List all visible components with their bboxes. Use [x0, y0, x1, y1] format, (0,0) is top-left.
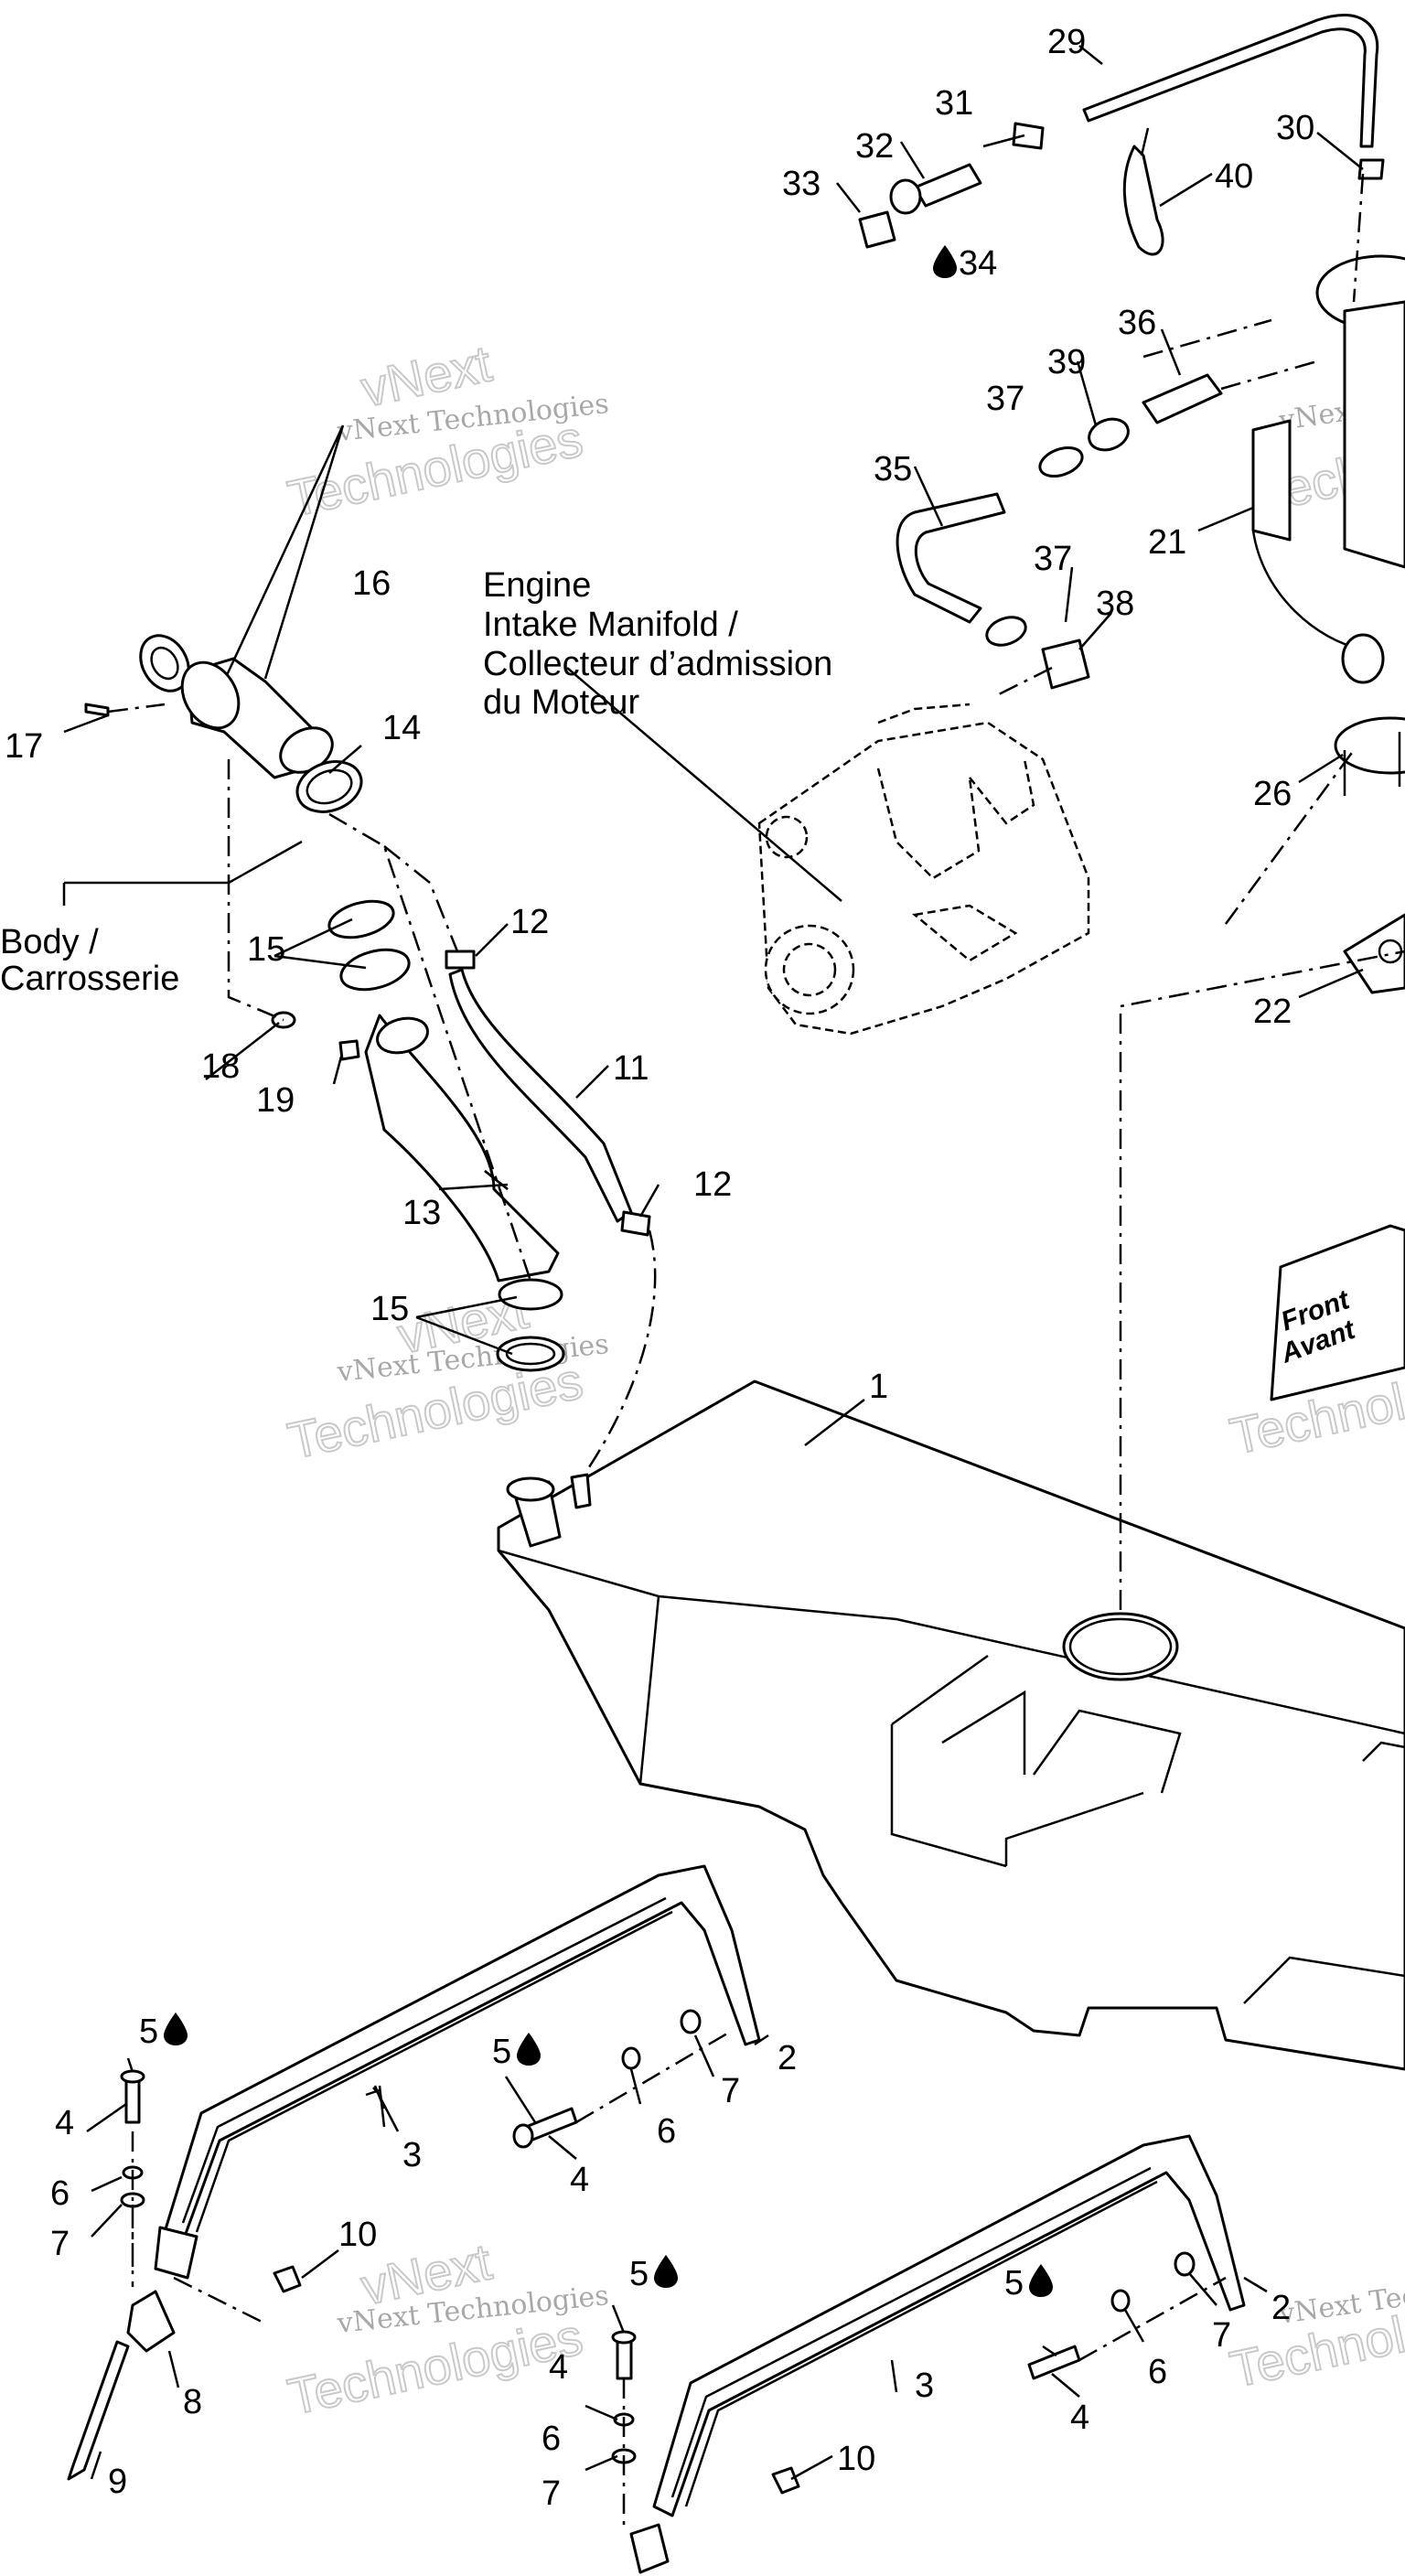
thread-locker-drops — [164, 245, 1053, 2297]
engine-label: Engine Intake Manifold / Collecteur d’ad… — [483, 566, 832, 722]
watermark-middle-left: vNext vNext Technologies Technologies — [282, 1280, 610, 1470]
fuel-tank — [497, 1379, 1405, 2071]
callout-22: 22 — [1253, 993, 1292, 1031]
fuel-pump-module — [1251, 254, 1405, 994]
callout-34: 34 — [959, 244, 997, 283]
callout-12b: 12 — [693, 1165, 732, 1204]
callout-10b: 10 — [837, 2440, 875, 2478]
drop-icon — [933, 245, 957, 278]
drop-icon — [1029, 2264, 1053, 2297]
callout-4: 4 — [55, 2104, 74, 2142]
part-number-callouts: 1 2 2 3 3 4 4 4 4 5 5 5 5 6 6 6 6 7 7 7 … — [5, 23, 1314, 2513]
drop-icon — [517, 2033, 541, 2066]
body-label-line2: Carrosserie — [0, 960, 179, 998]
callout-1: 1 — [869, 1368, 888, 1406]
watermark-top-left: vNext vNext Technologies Technologies — [282, 333, 610, 528]
callout-19: 19 — [256, 1081, 295, 1120]
front-direction-placard: Front Avant — [1270, 1224, 1405, 1401]
tank-strap-right — [629, 2134, 1246, 2574]
callout-21: 21 — [1148, 523, 1186, 562]
callout-7: 7 — [50, 2225, 70, 2263]
assembly-centerlines — [107, 173, 1405, 2525]
watermark-bottom-left: vNext vNext Technologies Technologies — [282, 2231, 610, 2426]
engine-intake-manifold — [757, 703, 1090, 1036]
callout-7b: 7 — [721, 2072, 740, 2110]
callout-33: 33 — [782, 165, 820, 203]
callout-2b: 2 — [1271, 2289, 1291, 2327]
callout-13: 13 — [402, 1194, 441, 1232]
callout-15b: 15 — [370, 1290, 409, 1328]
callout-16: 16 — [352, 564, 391, 603]
callout-9: 9 — [108, 2463, 127, 2501]
callout-5b: 5 — [492, 2033, 511, 2071]
callout-29: 29 — [1047, 23, 1086, 61]
callout-8: 8 — [183, 2383, 202, 2421]
callout-12: 12 — [510, 903, 549, 941]
callout-32: 32 — [855, 127, 894, 166]
body-label: Body / Carrosserie — [0, 923, 179, 998]
callout-5d: 5 — [1004, 2264, 1024, 2302]
callout-35: 35 — [874, 450, 912, 488]
callout-6c: 6 — [542, 2420, 561, 2458]
callout-3: 3 — [402, 2136, 422, 2174]
callout-37b: 37 — [1034, 540, 1072, 578]
callout-7c: 7 — [542, 2474, 561, 2513]
engine-label-line4: du Moteur — [483, 683, 639, 722]
leader-lines — [62, 45, 1364, 2481]
callout-36: 36 — [1118, 304, 1156, 342]
callout-38: 38 — [1096, 585, 1134, 623]
callout-6d: 6 — [1148, 2353, 1167, 2391]
engine-label-line3: Collecteur d’admission — [483, 645, 832, 683]
callout-6: 6 — [50, 2174, 70, 2213]
callout-2: 2 — [778, 2039, 797, 2077]
callout-17: 17 — [5, 727, 43, 766]
callout-3b: 3 — [915, 2367, 934, 2405]
drop-icon — [164, 2012, 188, 2045]
engine-label-line2: Intake Manifold / — [483, 606, 738, 644]
body-label-line1: Body / — [0, 923, 99, 961]
callout-11: 11 — [613, 1049, 649, 1088]
callout-40: 40 — [1215, 157, 1253, 196]
callout-37: 37 — [986, 380, 1024, 418]
callout-4d: 4 — [1070, 2399, 1089, 2437]
callout-5c: 5 — [629, 2255, 649, 2293]
callout-4b: 4 — [570, 2161, 589, 2199]
fuel-return-fittings — [896, 360, 1318, 697]
callout-4c: 4 — [549, 2348, 568, 2387]
vent-line-fittings — [858, 14, 1385, 256]
vent-hose-and-clamps — [445, 950, 657, 1474]
hardware-small-parts — [120, 1011, 1196, 2495]
callout-39: 39 — [1047, 343, 1086, 381]
filler-hose-and-clamps — [327, 899, 565, 1372]
callout-26: 26 — [1253, 775, 1292, 813]
callout-5: 5 — [139, 2012, 158, 2051]
callout-31: 31 — [935, 84, 973, 123]
callout-14: 14 — [382, 709, 421, 747]
callout-6b: 6 — [657, 2112, 676, 2151]
filler-neck-assembly — [84, 634, 363, 813]
callout-7d: 7 — [1212, 2316, 1231, 2355]
drop-icon — [654, 2255, 678, 2288]
callout-18: 18 — [201, 1047, 240, 1086]
engine-label-line1: Engine — [483, 566, 591, 605]
callout-15: 15 — [247, 930, 285, 969]
callout-30: 30 — [1276, 109, 1314, 147]
tank-strap-left — [67, 1864, 761, 2481]
callout-10: 10 — [338, 2216, 377, 2254]
